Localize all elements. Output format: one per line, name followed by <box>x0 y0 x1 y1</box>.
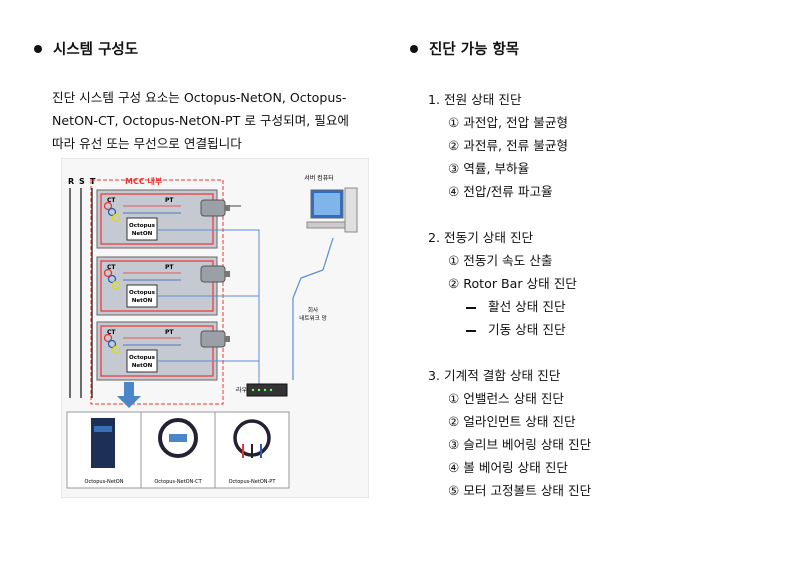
phase-label: T <box>90 177 96 186</box>
system-diagram-svg: R S T MCC 내부 CT PT Octopus NetON CT PT <box>60 157 370 499</box>
svg-text:Octopus: Octopus <box>129 290 156 296</box>
motor-icon <box>200 199 230 217</box>
neton-device <box>126 217 158 241</box>
product-box-pt: Octopus-NetON-PT <box>214 411 290 489</box>
mcc-panel-2: CT PT Octopus NetON <box>96 256 230 316</box>
product-box-neton: Octopus-NetON <box>66 411 142 489</box>
svg-text:Octopus: Octopus <box>129 223 156 229</box>
list-item: ① 과전압, 전압 불균형 <box>448 115 568 130</box>
section-motor: 2. 전동기 상태 진단 ① 전동기 속도 산출 ② Rotor Bar 상태 … <box>428 226 577 341</box>
intro-paragraph: 진단 시스템 구성 요소는 Octopus-NetON, Octopus- Ne… <box>52 86 382 155</box>
arrow-down-icon <box>117 382 141 408</box>
pt-label: PT <box>165 329 174 336</box>
list-item: ④ 전압/전류 파고율 <box>448 184 553 199</box>
phase-label: S <box>79 177 85 186</box>
network-label: 네트워크 망 <box>299 314 327 322</box>
section-title: 3. 기계적 결함 상태 진단 <box>428 368 561 383</box>
diagnosis-items-title: 진단 가능 항목 <box>429 42 520 58</box>
product-box-ct: Octopus-NetON-CT <box>140 411 216 489</box>
list-item: ① 전동기 속도 산출 <box>448 253 553 268</box>
motor-icon <box>200 265 230 283</box>
dash-icon <box>466 329 476 332</box>
ct-sensor-icon <box>107 274 117 284</box>
product-label: Octopus-NetON-PT <box>229 479 277 485</box>
ct-cable-icon <box>158 418 198 458</box>
mcc-label: MCC 내부 <box>125 176 163 186</box>
section-mechanical: 3. 기계적 결함 상태 진단 ① 언밸런스 상태 진단 ② 얼라인먼트 상태 … <box>428 364 591 502</box>
list-subitem: 활선 상태 진단 <box>428 295 577 318</box>
network-cable <box>292 237 334 380</box>
ct-label: CT <box>107 197 116 204</box>
list-item: ⑤ 모터 고정볼트 상태 진단 <box>448 483 592 498</box>
list-subitem: 기동 상태 진단 <box>428 318 577 341</box>
intro-line: NetON-CT, Octopus-NetON-PT 로 구성되며, 필요에 <box>52 113 350 128</box>
neton-unit-icon <box>91 418 115 468</box>
bullet-icon <box>34 44 42 53</box>
ct-sensor-icon <box>103 333 113 343</box>
ct-label: CT <box>107 329 116 336</box>
network-label: 회사 <box>308 306 318 314</box>
system-diagram-heading: 시스템 구성도 <box>34 38 138 59</box>
motor-icon <box>200 330 230 348</box>
ct-sensor-icon <box>111 213 121 223</box>
ct-sensor-icon <box>107 207 117 217</box>
pt-label: PT <box>165 264 174 271</box>
svg-text:Octopus: Octopus <box>129 355 156 361</box>
router-label: 라우터 <box>236 386 253 394</box>
router-icon <box>246 383 288 397</box>
intro-line: 따라 유선 또는 무선으로 연결됩니다 <box>52 136 242 151</box>
ct-label: CT <box>107 264 116 271</box>
section-power: 1. 전원 상태 진단 ① 과전압, 전압 불균형 ② 과전류, 전류 불균형 … <box>428 88 568 203</box>
diagnosis-items-heading: 진단 가능 항목 <box>410 38 519 59</box>
server-label: 서버 컴퓨터 <box>304 174 334 182</box>
section-title: 1. 전원 상태 진단 <box>428 92 522 107</box>
list-item: ③ 슬리브 베어링 상태 진단 <box>448 437 592 452</box>
ct-sensor-icon <box>111 345 121 355</box>
ct-sensor-icon <box>107 339 117 349</box>
list-item: ② 얼라인먼트 상태 진단 <box>448 414 576 429</box>
mcc-panel-1: CT PT Octopus NetON <box>96 189 241 249</box>
ct-sensor-icon <box>103 201 113 211</box>
ct-sensor-icon <box>111 280 121 290</box>
list-item: ④ 볼 베어링 상태 진단 <box>448 460 568 475</box>
phase-label: R <box>68 177 74 186</box>
network-cable <box>157 229 260 386</box>
pt-label: PT <box>165 197 174 204</box>
list-item: ① 언밸런스 상태 진단 <box>448 391 564 406</box>
mcc-enclosure <box>90 179 224 405</box>
section-title: 2. 전동기 상태 진단 <box>428 230 534 245</box>
list-item: ③ 역률, 부하율 <box>448 161 530 176</box>
server-computer-icon <box>306 187 358 233</box>
svg-text:NetON: NetON <box>132 298 153 304</box>
product-label: Octopus-NetON <box>85 479 124 485</box>
system-diagram-figure: R S T MCC 내부 CT PT Octopus NetON CT PT <box>60 157 370 499</box>
bullet-icon <box>410 44 418 53</box>
intro-line: 진단 시스템 구성 요소는 Octopus-NetON, Octopus- <box>52 90 347 105</box>
mcc-panel-3: CT PT Octopus NetON <box>96 321 230 381</box>
product-label: Octopus-NetON-CT <box>154 479 202 485</box>
list-item: ② 과전류, 전류 불균형 <box>448 138 568 153</box>
system-diagram-title: 시스템 구성도 <box>53 42 139 58</box>
svg-text:NetON: NetON <box>132 363 153 369</box>
dash-icon <box>466 306 476 309</box>
svg-text:NetON: NetON <box>132 231 153 237</box>
list-item: ② Rotor Bar 상태 진단 <box>448 276 577 291</box>
ct-sensor-icon <box>103 268 113 278</box>
